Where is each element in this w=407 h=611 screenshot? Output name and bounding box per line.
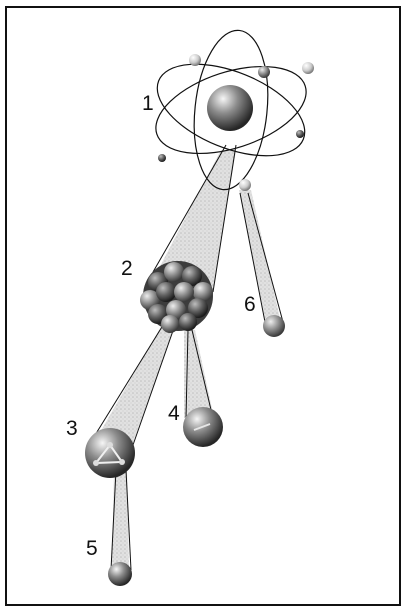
quark-sphere <box>108 562 132 586</box>
proton-sphere <box>85 428 135 478</box>
atom-nucleus-sphere <box>207 85 253 131</box>
label-electron: 6 <box>244 294 256 315</box>
label-atom: 1 <box>142 93 154 114</box>
label-nucleus: 2 <box>121 258 133 279</box>
beam-proton-to-quark <box>111 470 131 570</box>
neutron-sphere <box>183 407 223 447</box>
electron-sphere <box>263 315 285 337</box>
nucleus-cluster <box>140 261 213 333</box>
beam-nucleus-to-neutron <box>184 330 214 418</box>
label-quark: 5 <box>86 538 98 559</box>
label-neutron: 4 <box>168 403 180 424</box>
label-proton: 3 <box>66 418 78 439</box>
